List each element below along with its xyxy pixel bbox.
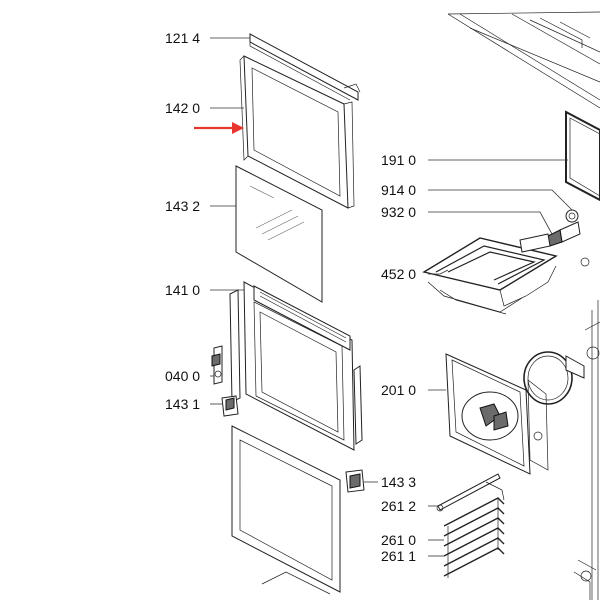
label-142-0: 142 0 [165,100,200,116]
lamp-holder[interactable] [547,221,581,247]
label-143-1: 143 1 [165,396,200,412]
shelf-rail-top[interactable] [436,473,501,512]
label-261-2: 261 2 [381,498,416,514]
label-932-0: 932 0 [381,204,416,220]
grill-element[interactable] [422,233,558,315]
label-191-0: 191 0 [381,152,416,168]
label-143-2: 143 2 [165,198,200,214]
label-914-0: 914 0 [381,182,416,198]
leader-lines [210,37,573,557]
label-040-0: 040 0 [165,368,200,384]
label-261-0: 261 0 [381,532,416,548]
hinge-assembly[interactable] [211,345,223,385]
hinge-bracket-left[interactable] [221,395,239,417]
inner-glass-frame[interactable] [239,55,355,209]
outer-door-panel[interactable] [231,425,341,595]
glass-pane[interactable] [235,165,323,303]
hinge-bracket-right[interactable] [345,469,365,493]
lamp-cover[interactable] [565,209,579,223]
label-452-0: 452 0 [381,266,416,282]
convection-fan-assembly[interactable] [445,351,585,475]
door-frame[interactable] [229,281,363,451]
highlight-arrow-icon [194,122,244,134]
door-seal[interactable] [565,110,600,202]
label-143-3: 143 3 [381,474,416,490]
oven-body [447,11,600,600]
label-261-1: 261 1 [381,548,416,564]
label-201-0: 201 0 [381,382,416,398]
part-labels: 121 4 142 0 143 2 141 0 040 0 143 1 191 … [165,30,416,564]
label-121-4: 121 4 [165,30,200,46]
label-141-0: 141 0 [165,282,200,298]
shelf-racks[interactable] [443,481,505,578]
top-trim-strip[interactable] [249,33,361,101]
